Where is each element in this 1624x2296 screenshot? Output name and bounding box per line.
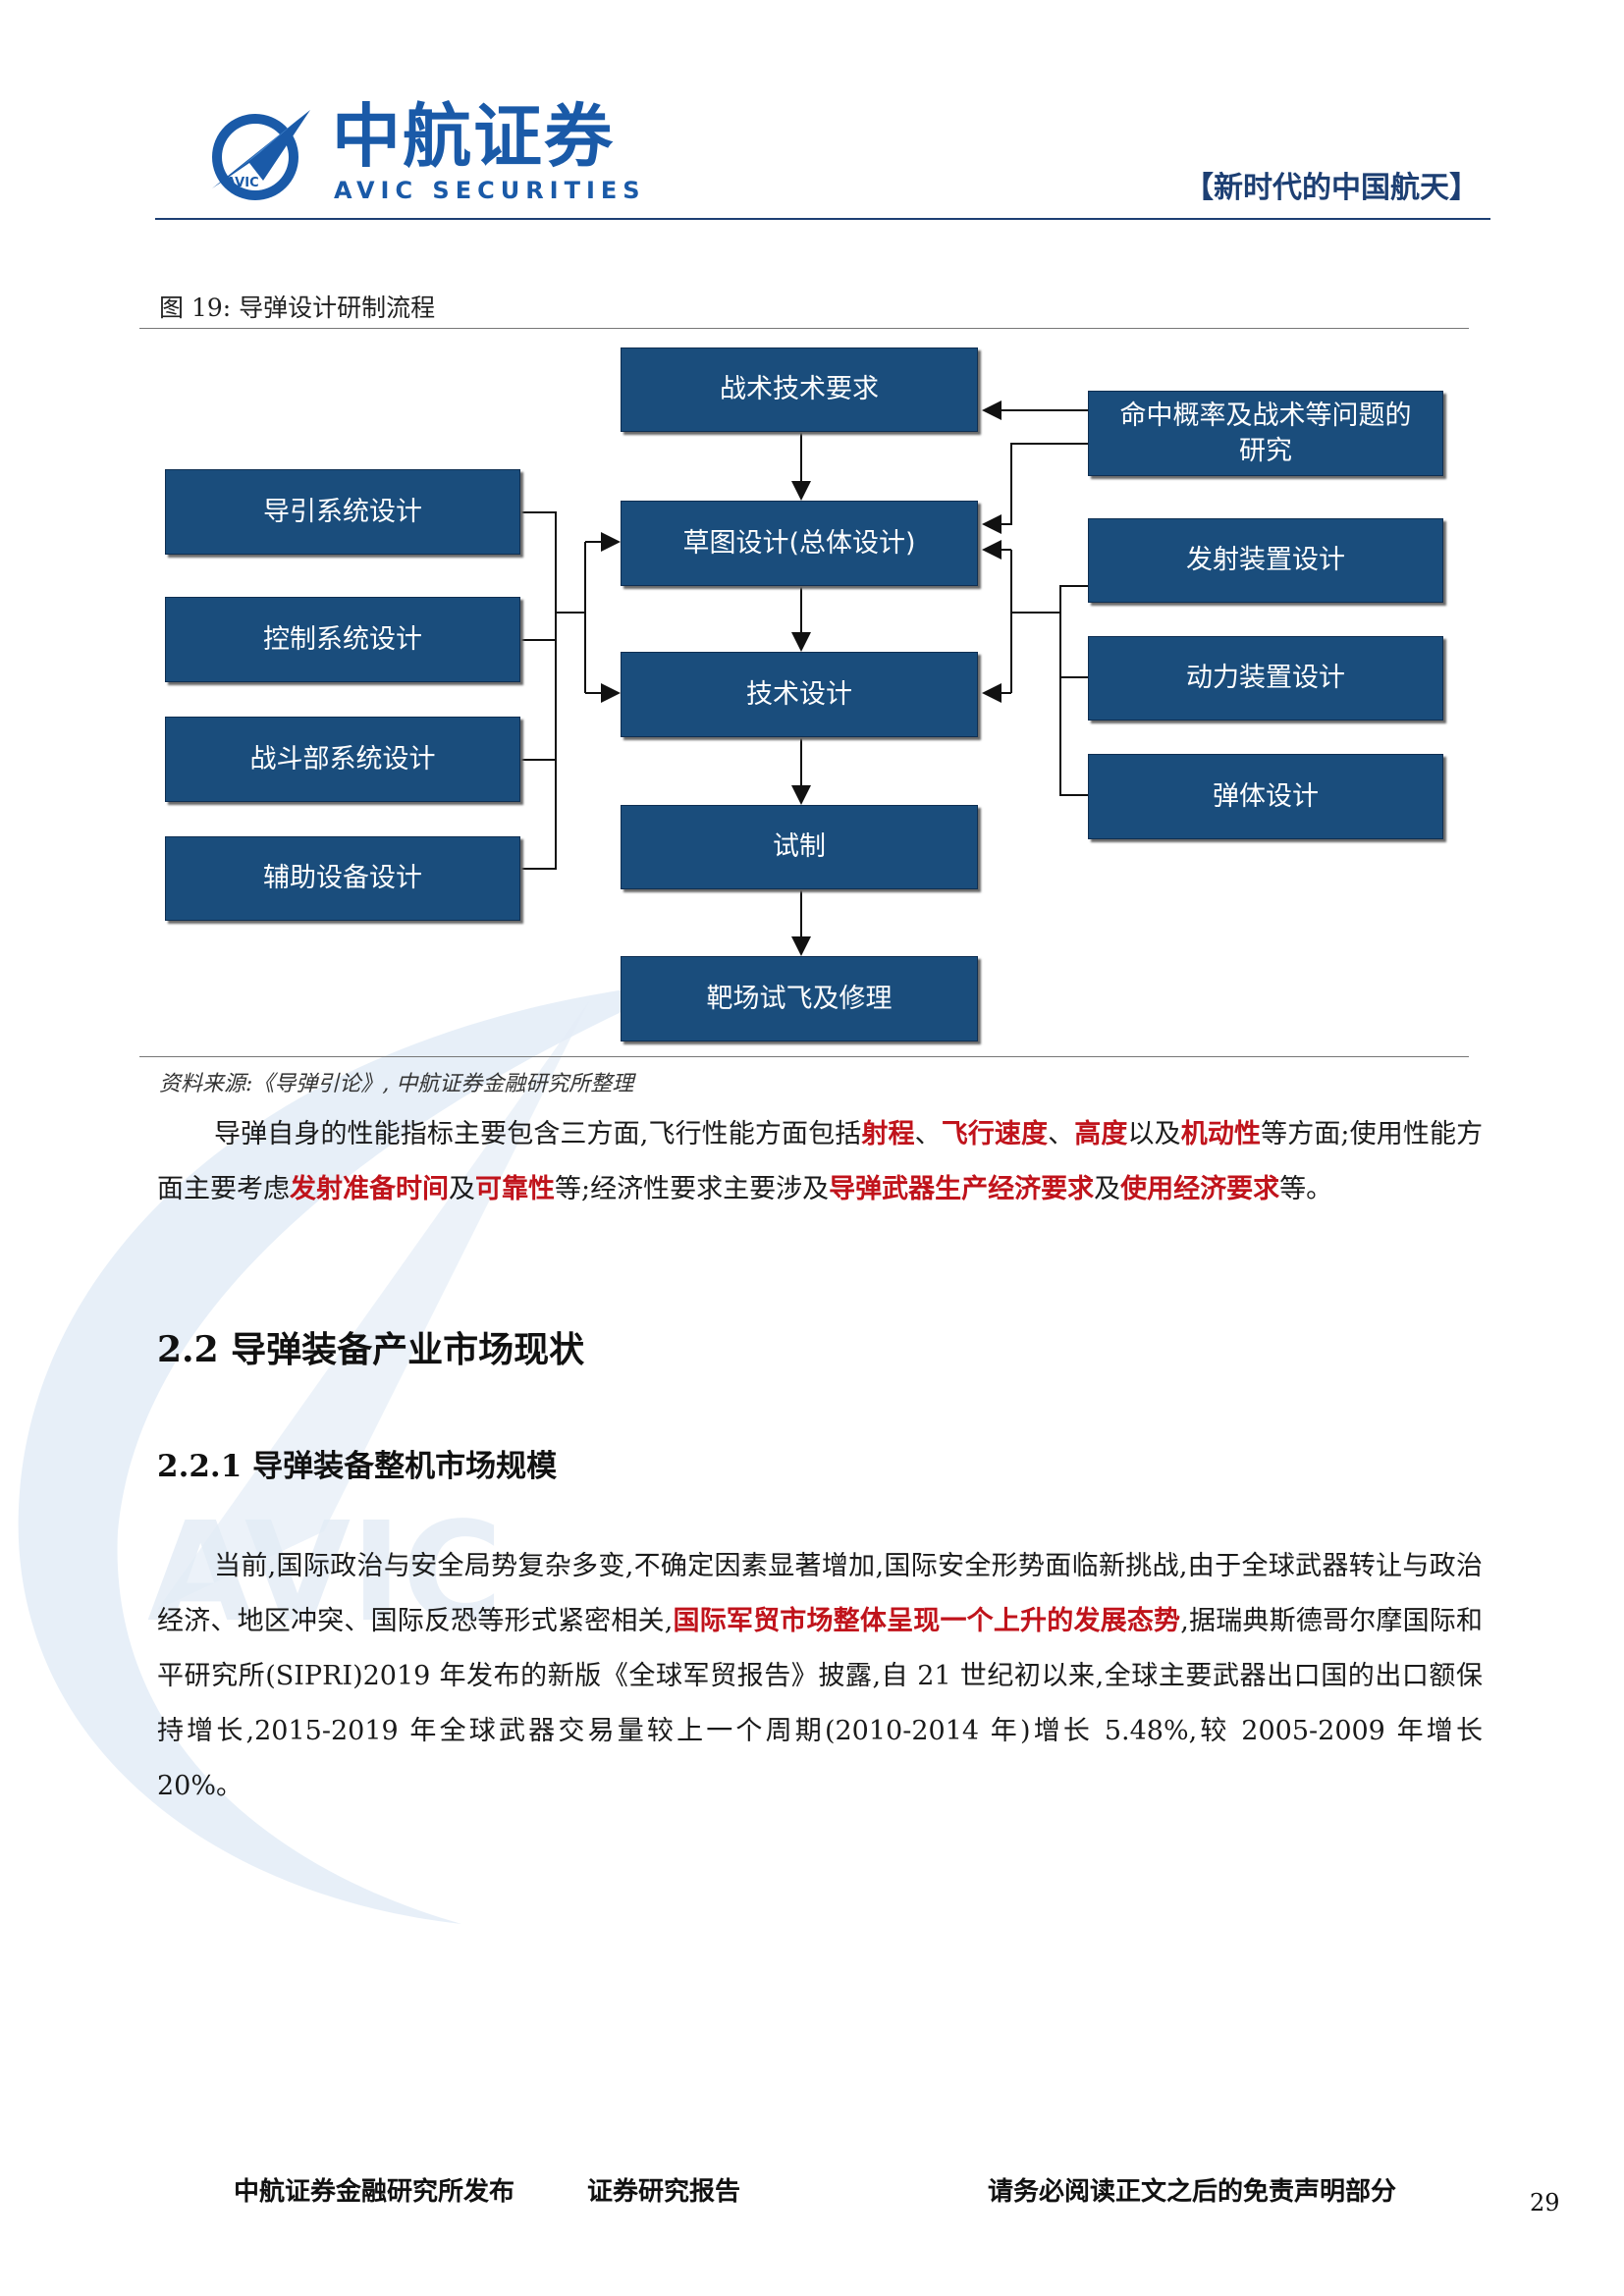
flow-box-auxiliary-equipment: 辅助设备设计 <box>165 836 520 921</box>
svg-text:AVIC: AVIC <box>147 1493 503 1653</box>
figure-bottom-rule <box>139 1056 1469 1057</box>
page-number: 29 <box>1530 2189 1560 2216</box>
figure-source-note: 资料来源:《导弹引论》, 中航证券金融研究所整理 <box>159 1072 634 1096</box>
flow-box-launcher-design: 发射装置设计 <box>1088 518 1443 603</box>
flow-box-warhead-system: 战斗部系统设计 <box>165 717 520 802</box>
flow-box-range-flight-test: 靶场试飞及修理 <box>621 956 978 1041</box>
flow-box-sketch-design: 草图设计(总体设计) <box>621 501 978 586</box>
market-paragraph: 当前,国际政治与安全局势复杂多变,不确定因素显著增加,国际安全形势面临新挑战,由… <box>157 1551 1483 1801</box>
figure-caption: 图 19: 导弹设计研制流程 <box>159 294 436 322</box>
footer-disclaimer: 请务必阅读正文之后的免责声明部分 <box>988 2177 1397 2207</box>
flow-box-propulsion-design: 动力装置设计 <box>1088 636 1443 721</box>
figure-top-rule <box>139 328 1469 329</box>
header-divider <box>155 218 1490 220</box>
company-logo-text: 中航证券 <box>332 96 615 177</box>
flow-box-tactical-requirements: 战术技术要求 <box>621 347 978 432</box>
footer-report-type: 证券研究报告 <box>587 2177 741 2207</box>
flowchart-connectors <box>520 400 1088 956</box>
flow-box-trial-production: 试制 <box>621 805 978 889</box>
company-logo-english: AVIC SECURITIES <box>334 177 646 204</box>
flow-box-technical-design: 技术设计 <box>621 652 978 737</box>
avic-logo-icon: AVIC <box>212 110 310 200</box>
series-title: 【新时代的中国航天】 <box>1184 171 1479 205</box>
subsection-heading: 2.2.1 导弹装备整机市场规模 <box>157 1449 558 1484</box>
flow-box-hit-probability-research: 命中概率及战术等问题的研究 <box>1088 391 1443 476</box>
watermark-logo: AVIC <box>18 982 687 1924</box>
section-heading: 2.2 导弹装备产业市场现状 <box>157 1329 585 1370</box>
logo-badge: AVIC <box>226 176 259 190</box>
footer-publisher: 中航证券金融研究所发布 <box>234 2177 515 2207</box>
flow-box-control-system: 控制系统设计 <box>165 597 520 682</box>
performance-paragraph: 导弹自身的性能指标主要包含三方面,飞行性能方面包括射程、飞行速度、高度以及机动性… <box>157 1119 1484 1204</box>
flow-box-airframe-design: 弹体设计 <box>1088 754 1443 839</box>
flow-box-guidance-system: 导引系统设计 <box>165 469 520 555</box>
